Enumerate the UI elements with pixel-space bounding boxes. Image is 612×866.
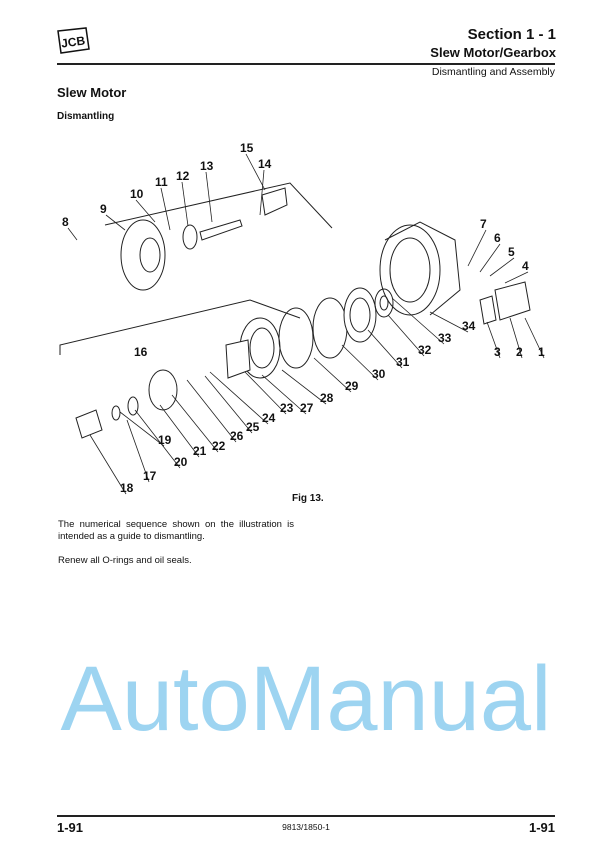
callout-leader [105, 214, 126, 231]
header-divider [57, 63, 555, 65]
callout-18: 18 [120, 481, 134, 495]
callout-32: 32 [418, 343, 432, 357]
callout-leader [159, 404, 200, 458]
callout-leader [341, 344, 379, 381]
callout-30: 30 [372, 367, 386, 381]
callout-27: 27 [300, 401, 314, 415]
footer-divider [57, 815, 555, 817]
callout-leader [429, 311, 469, 333]
callout-leader [67, 227, 78, 241]
callout-8: 8 [62, 215, 69, 229]
callout-22: 22 [212, 439, 226, 453]
callout-15: 15 [240, 141, 254, 155]
callout-2: 2 [516, 345, 523, 359]
callout-17: 17 [143, 469, 157, 483]
callout-14: 14 [258, 157, 272, 171]
callout-leader [160, 187, 171, 231]
section-title: Section 1 - 1 [467, 26, 556, 43]
callout-26: 26 [230, 429, 244, 443]
callout-leader [489, 257, 515, 277]
callout-leader [504, 271, 529, 284]
callout-28: 28 [320, 391, 334, 405]
callout-21: 21 [193, 444, 207, 458]
watermark: AutoManual [61, 648, 552, 750]
callout-11: 11 [155, 175, 168, 189]
jcb-logo: JCB [57, 27, 90, 54]
callout-1: 1 [538, 345, 545, 359]
callout-24: 24 [262, 411, 276, 425]
callout-leader [245, 153, 266, 191]
callout-leader [524, 317, 545, 359]
callout-9: 9 [100, 202, 107, 216]
callout-leader [205, 171, 213, 223]
callout-leader [509, 317, 523, 359]
topic-label: Dismantling and Assembly [431, 66, 555, 78]
callout-leader [367, 329, 403, 369]
callout-leader [391, 297, 445, 345]
callout-leader [186, 379, 237, 443]
callout-3: 3 [494, 345, 501, 359]
subsection-title: Slew Motor/Gearbox [430, 45, 556, 60]
callout-leader [204, 375, 253, 434]
callout-leader [181, 181, 189, 227]
paragraph-sequence-note: The numerical sequence shown on the illu… [58, 519, 294, 542]
callout-25: 25 [246, 420, 260, 434]
paragraph-renew-seals: Renew all O-rings and oil seals. [58, 555, 192, 566]
callout-4: 4 [522, 259, 529, 273]
page-number-left: 1-91 [57, 820, 84, 835]
callout-19: 19 [158, 433, 172, 447]
callout-29: 29 [345, 379, 359, 393]
callout-leader [89, 434, 127, 495]
document-number: 9813/1850-1 [282, 822, 330, 832]
callout-34: 34 [462, 319, 476, 333]
callout-16: 16 [134, 345, 148, 359]
callout-leader [486, 321, 501, 359]
callout-leader [119, 411, 165, 447]
callout-7: 7 [480, 217, 487, 231]
callout-23: 23 [280, 401, 294, 415]
callout-leader [135, 199, 156, 223]
callout-31: 31 [396, 355, 410, 369]
callout-leader [281, 369, 327, 405]
svg-text:JCB: JCB [60, 33, 86, 50]
callout-leader [244, 371, 287, 415]
callout-leader [171, 394, 219, 453]
page-heading: Slew Motor [57, 85, 127, 100]
page-number-right: 1-91 [528, 820, 555, 835]
figure-caption: Fig 13. [292, 493, 324, 504]
callout-6: 6 [494, 231, 501, 245]
callout-leader [259, 169, 265, 216]
callout-leader [467, 229, 487, 267]
callout-leader [126, 419, 150, 483]
page-subheading: Dismantling [57, 111, 115, 122]
callout-leader [479, 243, 501, 273]
callout-leader [387, 314, 425, 357]
callout-leader [261, 374, 307, 415]
callout-33: 33 [438, 331, 452, 345]
callout-leader [313, 357, 352, 393]
callout-12: 12 [176, 169, 190, 183]
callout-leader [209, 371, 269, 425]
svg-text:AutoManual: AutoManual [61, 648, 552, 750]
callout-leader [134, 409, 181, 469]
callout-10: 10 [130, 187, 144, 201]
callout-20: 20 [174, 455, 188, 469]
callout-13: 13 [200, 159, 214, 173]
callout-5: 5 [508, 245, 515, 259]
